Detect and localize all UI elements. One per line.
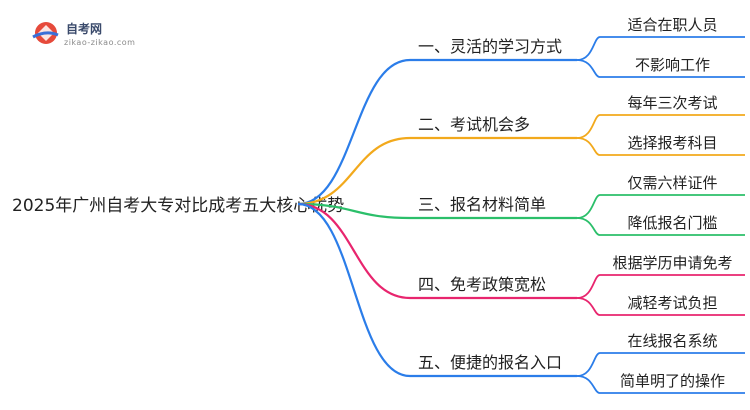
leaf-label: 根据学历申请免考 [612, 254, 732, 272]
leaf-connector [576, 352, 601, 377]
branch-connector [297, 202, 411, 300]
logo-title: 自考网 [66, 21, 102, 36]
leaf-connector [576, 59, 601, 78]
leaf-connector [576, 137, 601, 156]
branch-label: 四、免考政策宽松 [418, 275, 546, 294]
leaf-label: 在线报名系统 [627, 332, 717, 350]
leaf-connector [576, 217, 601, 236]
leaf-connector [576, 194, 601, 219]
leaf-label: 仅需六样证件 [627, 174, 717, 192]
leaf-connector [576, 375, 601, 394]
leaf-label: 减轻考试负担 [627, 294, 717, 312]
root-node-label: 2025年广州自考大专对比成考五大核心优势 [12, 196, 344, 216]
leaf-connector [576, 114, 601, 139]
leaf-label: 每年三次考试 [627, 94, 717, 112]
leaf-label: 适合在职人员 [627, 16, 717, 34]
branch-connector [297, 202, 411, 220]
site-logo: 自考网 zikao-zikao.com [32, 21, 135, 47]
leaf-connector [576, 274, 601, 299]
leaf-label: 选择报考科目 [627, 134, 717, 152]
logo-subtitle: zikao-zikao.com [64, 38, 135, 47]
leaf-label: 简单明了的操作 [620, 372, 725, 390]
branch-connector [297, 202, 411, 378]
mindmap-edges [297, 36, 745, 394]
branch-label: 五、便捷的报名入口 [418, 353, 562, 372]
logo-swoosh-icon [32, 31, 59, 39]
branch-label: 二、考试机会多 [418, 115, 530, 134]
branch-label: 三、报名材料简单 [418, 195, 546, 214]
leaf-connector [576, 36, 601, 61]
leaf-label: 不影响工作 [635, 56, 710, 74]
leaf-label: 降低报名门槛 [627, 214, 717, 232]
branch-connector [297, 58, 411, 206]
leaf-connector [576, 297, 601, 316]
branch-label: 一、灵活的学习方式 [418, 37, 562, 56]
branch-connector [297, 136, 411, 206]
